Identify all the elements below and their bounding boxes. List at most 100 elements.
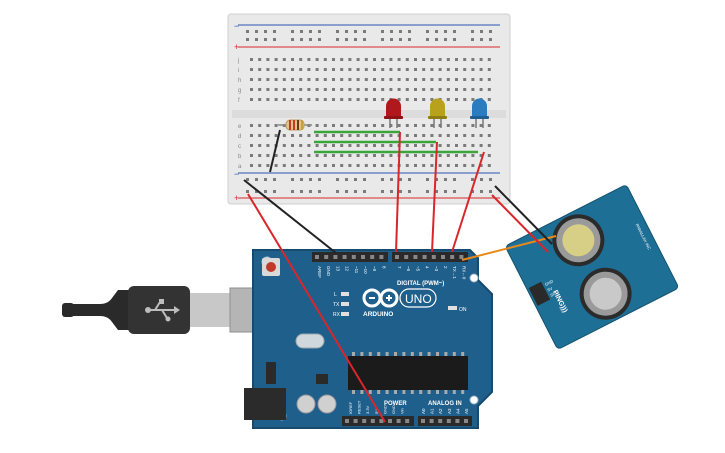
rail-hole: [264, 38, 267, 41]
breadboard-hole: [405, 154, 409, 157]
small-chip: [316, 374, 328, 384]
rail-plus-label-bottom: +: [234, 193, 239, 203]
rail-hole: [390, 178, 393, 181]
rail-hole: [363, 38, 366, 41]
wire-rail-to-resistor: [269, 129, 281, 173]
breadboard-hole: [471, 164, 475, 167]
rail-hole: [309, 178, 312, 181]
breadboard-hole: [258, 124, 262, 127]
analog-label: ANALOG IN: [428, 401, 462, 407]
breadboard-hole: [340, 144, 344, 147]
header-pin: [455, 419, 460, 423]
breadboard-hole: [323, 164, 327, 167]
breadboard-hole: [455, 58, 458, 61]
breadboard-hole: [455, 144, 458, 147]
rail-hole: [399, 190, 402, 193]
chip-pin: [444, 390, 448, 394]
breadboard-hole: [282, 98, 286, 101]
pin-label: TX→1: [452, 266, 457, 279]
breadboard-hole: [463, 88, 467, 91]
rail-hole: [291, 30, 294, 33]
pin-label: A5: [464, 408, 469, 414]
mounting-hole: [469, 395, 479, 405]
breadboard-hole: [332, 98, 335, 101]
rail-hole: [453, 178, 456, 181]
sensor-header: [528, 281, 551, 306]
rail-hole: [381, 38, 384, 41]
breadboard-hole: [299, 134, 303, 137]
header-pin: [429, 419, 434, 423]
header-pin: [405, 419, 410, 423]
breadboard-hole: [323, 134, 327, 137]
usb-cable: [62, 286, 279, 334]
header-pin: [388, 419, 392, 423]
chip-pin: [410, 390, 414, 394]
chip-pin: [461, 352, 465, 356]
breadboard-hole: [364, 164, 368, 167]
breadboard-hole: [430, 68, 434, 71]
breadboard-hole: [446, 68, 450, 71]
header-pin: [441, 255, 445, 259]
rail-hole: [408, 190, 411, 193]
breadboard-hole: [389, 58, 393, 61]
breadboard-hole: [487, 154, 491, 157]
breadboard-hole: [389, 154, 393, 157]
breadboard-hole: [291, 134, 294, 137]
breadboard-hole: [266, 144, 270, 147]
breadboard-hole: [471, 154, 475, 157]
breadboard-hole: [373, 98, 376, 101]
breadboard-hole: [299, 164, 303, 167]
breadboard-hole: [446, 164, 450, 167]
breadboard-hole: [323, 98, 327, 101]
header-pin: [353, 419, 358, 423]
rail-hole: [345, 178, 348, 181]
breadboard-hole: [250, 98, 253, 101]
breadboard-hole: [291, 78, 294, 81]
rail-hole: [264, 30, 267, 33]
pin-label: GND: [382, 405, 387, 414]
breadboard-hole: [332, 124, 335, 127]
breadboard-hole: [323, 124, 327, 127]
green-jumpers: [314, 130, 478, 154]
rail-hole: [390, 38, 393, 41]
rail-hole: [318, 190, 321, 193]
breadboard-hole: [340, 164, 344, 167]
rail-hole: [246, 190, 249, 193]
breadboard-hole: [446, 58, 450, 61]
rail-hole: [408, 178, 411, 181]
breadboard-hole: [438, 134, 442, 137]
breadboard-hole: [282, 144, 286, 147]
breadboard-hole: [340, 134, 344, 137]
breadboard-hole: [356, 124, 360, 127]
rail-hole: [453, 38, 456, 41]
breadboard-hole: [438, 58, 442, 61]
breadboard-hole: [364, 154, 368, 157]
rail-hole: [390, 190, 393, 193]
rail-hole: [354, 38, 357, 41]
rail-hole: [345, 38, 348, 41]
rail-hole: [444, 38, 447, 41]
breadboard-hole: [455, 124, 458, 127]
breadboard-hole: [414, 134, 417, 137]
chip-pin: [419, 390, 423, 394]
breadboard-hole: [291, 164, 294, 167]
rail-hole: [300, 30, 303, 33]
arduino-logo-icon: [362, 288, 399, 308]
wire-pin-to-sensor-sig: [461, 235, 557, 261]
pin-label: GND: [391, 405, 396, 414]
breadboard-hole: [356, 58, 360, 61]
breadboard-hole: [282, 134, 286, 137]
breadboard-hole: [315, 134, 319, 137]
chip-pin: [436, 352, 439, 356]
breadboard-hole: [487, 58, 491, 61]
rail-hole: [345, 30, 348, 33]
breadboard-hole: [479, 134, 483, 137]
breadboard-hole: [479, 58, 483, 61]
breadboard-hole: [307, 164, 311, 167]
breadboard-hole: [389, 124, 393, 127]
header-pins-bottom: [345, 419, 468, 423]
breadboard-hole: [381, 124, 385, 127]
